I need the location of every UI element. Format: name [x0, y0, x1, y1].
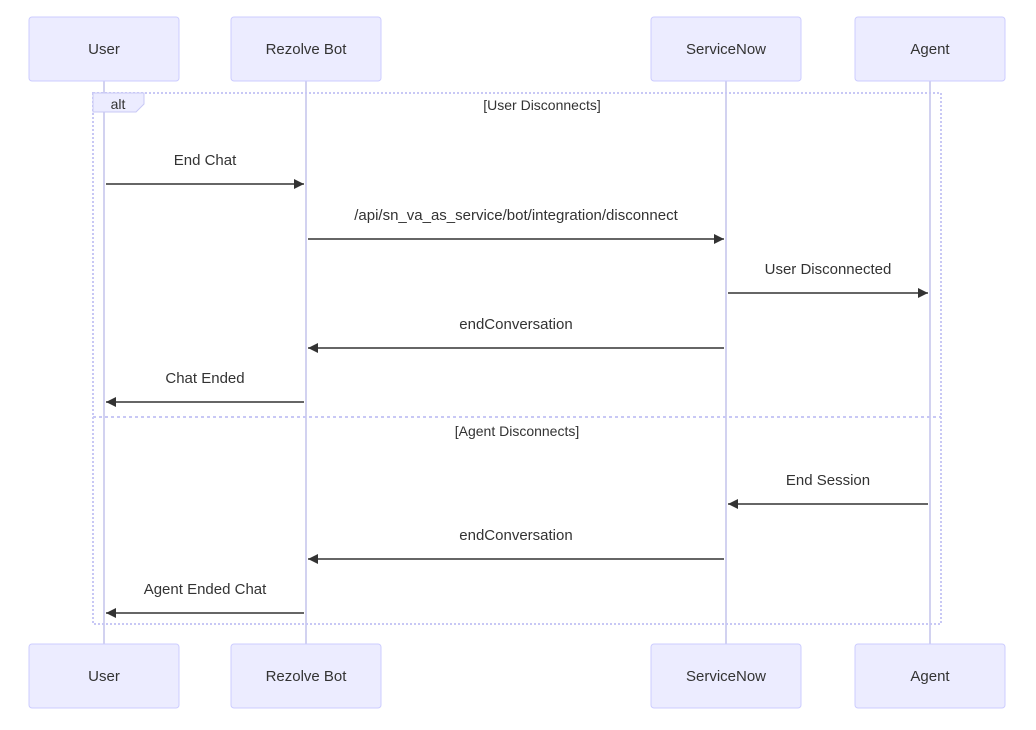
- actor-box: [854, 16, 1006, 82]
- message-agent-ended-chat: Agent Ended Chat: [106, 581, 304, 618]
- messages: End Chat/api/sn_va_as_service/bot/integr…: [106, 152, 928, 618]
- actor-agent-bottom: Agent: [854, 643, 1006, 709]
- message-label: endConversation: [459, 527, 572, 544]
- actor-label: User: [88, 668, 120, 685]
- message-endconversation: endConversation: [308, 316, 724, 353]
- alt-frame: alt [User Disconnects] [Agent Disconnect…: [92, 92, 942, 625]
- actor-label: ServiceNow: [686, 668, 766, 685]
- message-label: /api/sn_va_as_service/bot/integration/di…: [354, 207, 678, 224]
- message-label: User Disconnected: [765, 261, 892, 278]
- alt-frame-label: alt: [111, 96, 126, 112]
- lifelines: [103, 81, 931, 644]
- alt-frame-border: [92, 92, 942, 625]
- actor-label: Rezolve Bot: [266, 41, 348, 58]
- message-end-session: End Session: [728, 472, 928, 509]
- message-label: End Chat: [174, 152, 237, 169]
- actor-box: [28, 643, 180, 709]
- actor-agent-top: Agent: [854, 16, 1006, 82]
- actor-box: [28, 16, 180, 82]
- message-user-disconnected: User Disconnected: [728, 261, 928, 298]
- actor-user-top: User: [28, 16, 180, 82]
- actor-rezolve-bot-bottom: Rezolve Bot: [230, 643, 382, 709]
- actor-box: [230, 16, 382, 82]
- message-label: endConversation: [459, 316, 572, 333]
- actor-label: User: [88, 41, 120, 58]
- alt-condition-user-disconnects: [User Disconnects]: [483, 97, 600, 113]
- message-label: Agent Ended Chat: [144, 581, 267, 598]
- alt-condition-agent-disconnects: [Agent Disconnects]: [455, 423, 580, 439]
- actor-servicenow-bottom: ServiceNow: [650, 643, 802, 709]
- message-api-sn-va-as-service-bot-integration-disconnect: /api/sn_va_as_service/bot/integration/di…: [308, 207, 724, 244]
- actor-rezolve-bot-top: Rezolve Bot: [230, 16, 382, 82]
- message-label: Chat Ended: [165, 370, 244, 387]
- actors-bottom: User Rezolve Bot ServiceNow Agent: [28, 643, 1006, 709]
- actor-servicenow-top: ServiceNow: [650, 16, 802, 82]
- actor-box: [650, 16, 802, 82]
- actor-box: [854, 643, 1006, 709]
- message-end-chat: End Chat: [106, 152, 304, 189]
- actor-label: Agent: [910, 41, 950, 58]
- actor-label: Rezolve Bot: [266, 668, 348, 685]
- message-endconversation: endConversation: [308, 527, 724, 564]
- actor-box: [650, 643, 802, 709]
- actors-top: User Rezolve Bot ServiceNow Agent: [28, 16, 1006, 82]
- message-label: End Session: [786, 472, 870, 489]
- actor-label: Agent: [910, 668, 950, 685]
- actor-user-bottom: User: [28, 643, 180, 709]
- alt-frame-label-box: [92, 92, 145, 113]
- actor-box: [230, 643, 382, 709]
- message-chat-ended: Chat Ended: [106, 370, 304, 407]
- actor-label: ServiceNow: [686, 41, 766, 58]
